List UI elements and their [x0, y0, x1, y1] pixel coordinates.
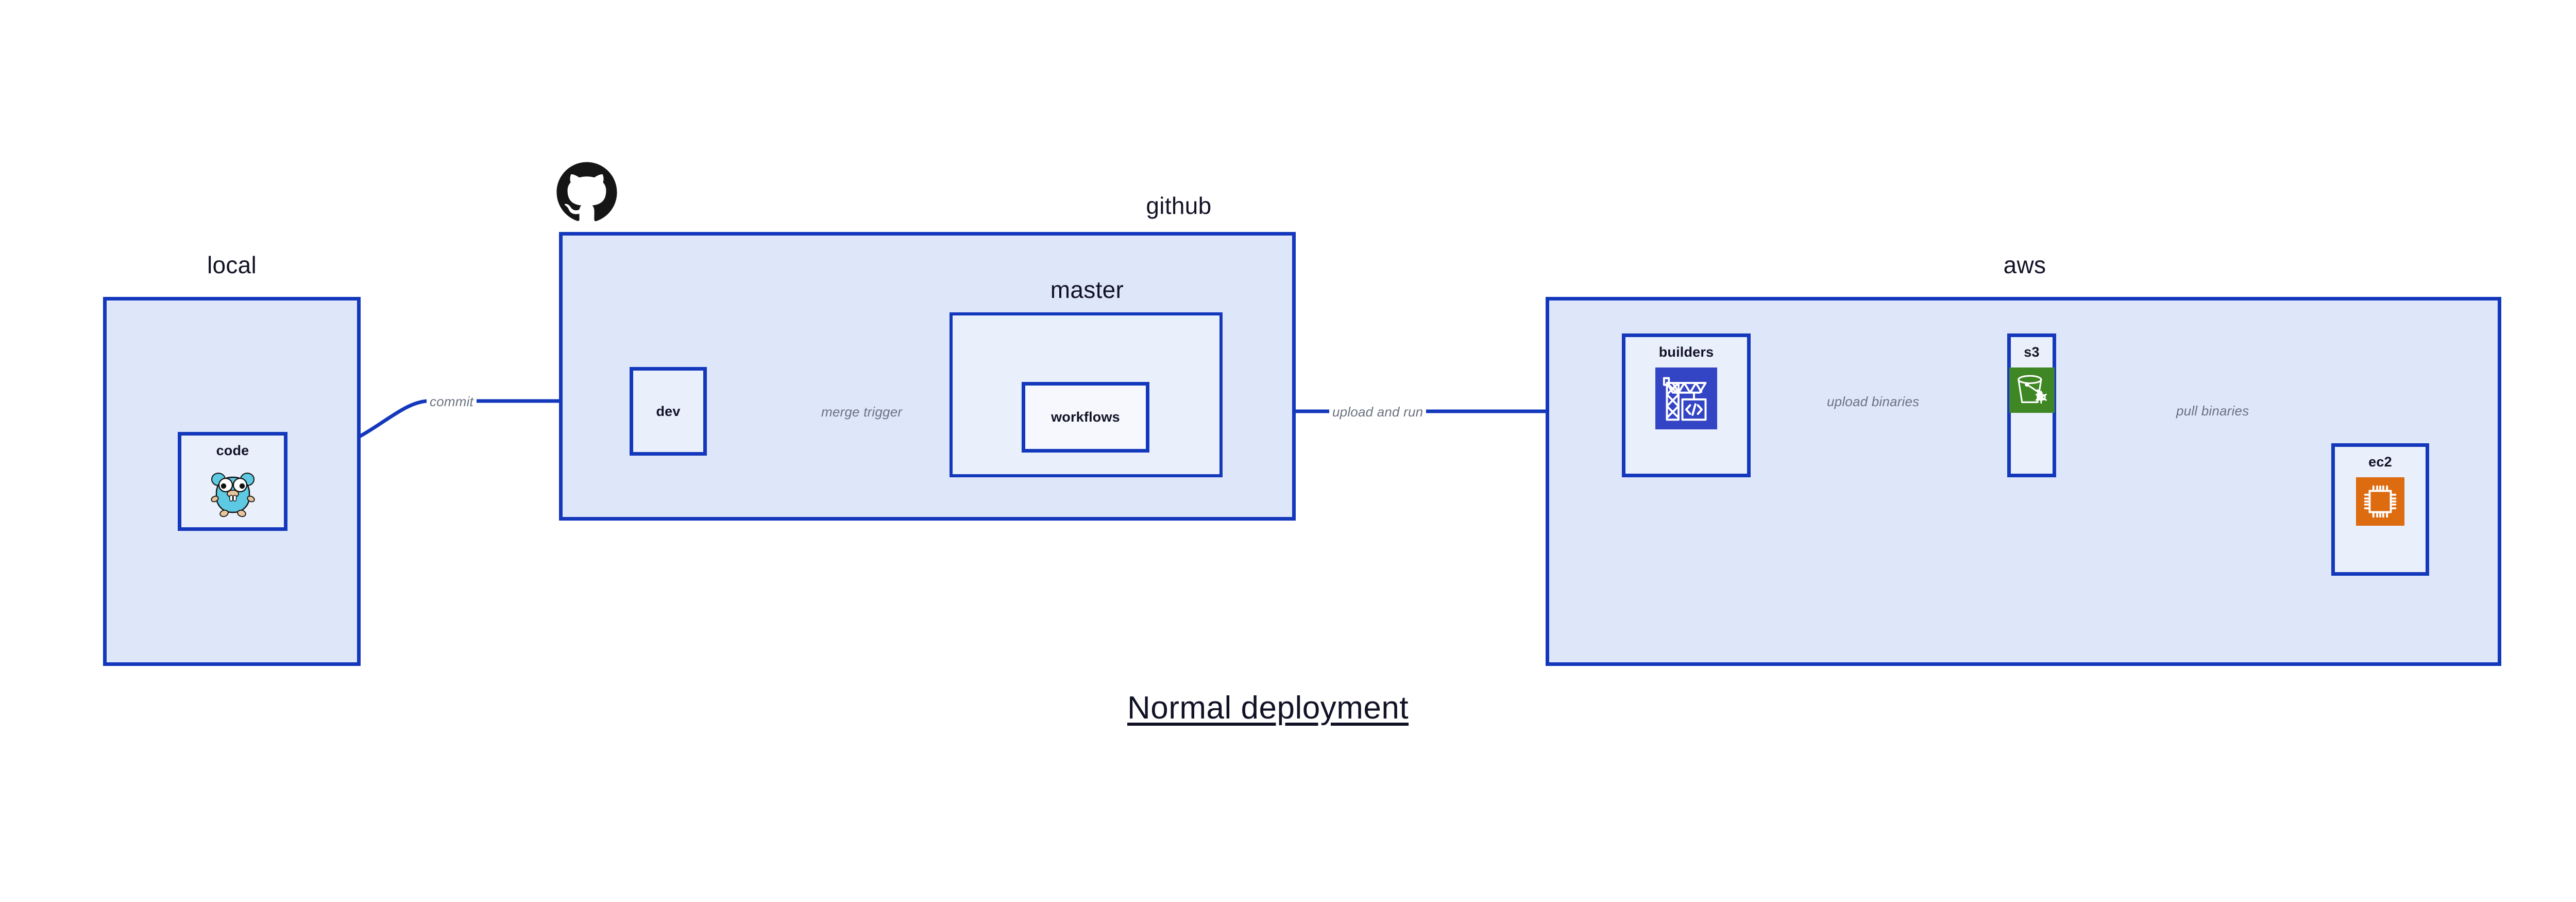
node-ec2[interactable]: ec2 [2331, 443, 2429, 576]
node-workflows[interactable]: workflows [1022, 382, 1149, 453]
node-label-builders: builders [1658, 344, 1714, 360]
page-title: Normal deployment [1127, 690, 1409, 726]
node-label-workflows: workflows [1051, 409, 1120, 425]
aws-s3-bucket-icon [2009, 368, 2055, 415]
edge-label-commit: commit [427, 394, 477, 410]
aws-builders-crane-icon [1655, 368, 1717, 432]
node-label-ec2: ec2 [2368, 454, 2392, 470]
aws-ec2-chip-icon [2356, 477, 2404, 528]
node-code[interactable]: code [178, 432, 287, 531]
edge-label-merge-trigger: merge trigger [818, 404, 906, 420]
edge-label-pull-binaries: pull binaries [2173, 403, 2252, 419]
edge-label-upload-and-run: upload and run [1329, 404, 1427, 420]
node-label-dev: dev [656, 403, 681, 419]
node-label-s3: s3 [2024, 344, 2040, 360]
group-label-github: github [1146, 192, 1212, 219]
group-label-master: master [1050, 276, 1124, 303]
github-octocat-logo [555, 161, 618, 226]
node-s3[interactable]: s3 [2007, 333, 2056, 477]
edge-label-upload-binaries: upload binaries [1824, 394, 1923, 410]
node-dev[interactable]: dev [630, 367, 707, 456]
node-builders[interactable]: builders [1622, 333, 1751, 477]
group-label-aws: aws [2003, 252, 2046, 278]
node-label-code: code [216, 443, 249, 458]
group-label-local: local [207, 252, 257, 278]
go-gopher-icon [209, 464, 257, 520]
